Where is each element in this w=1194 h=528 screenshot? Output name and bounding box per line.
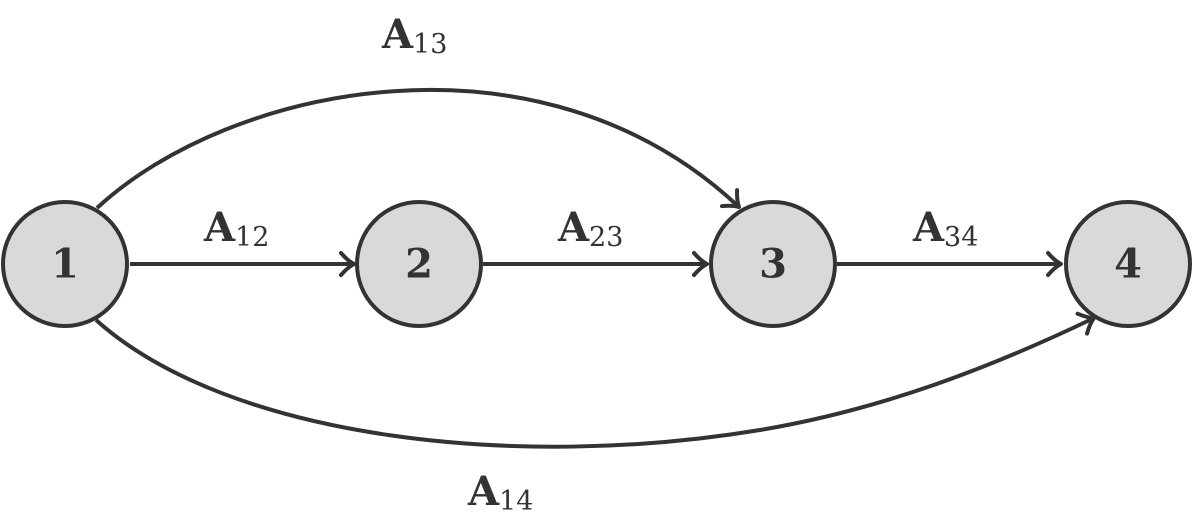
node-label: 2 <box>405 241 433 288</box>
edge-label-subscript: 14 <box>499 486 533 517</box>
node-circle <box>709 200 837 328</box>
node-label: 4 <box>1114 241 1142 288</box>
node-2: 2 <box>355 200 483 328</box>
edge-label-1-2: A12 <box>203 204 269 253</box>
node-circle <box>1 200 129 328</box>
edge-label-main: A <box>467 468 500 515</box>
edge-label-subscript: 12 <box>235 222 269 253</box>
edge-label-1-4: A14 <box>467 468 533 517</box>
edge-label-subscript: 34 <box>944 222 978 253</box>
edge-label-main: A <box>203 204 236 251</box>
edge-label-subscript: 23 <box>589 222 623 253</box>
edges <box>94 88 1096 449</box>
edge-1-4 <box>94 311 1096 449</box>
edge-label-main: A <box>381 11 414 58</box>
node-circle <box>1064 200 1192 328</box>
edge-1-3 <box>95 88 741 210</box>
nodes: 1 2 3 4 <box>1 200 1192 328</box>
node-3: 3 <box>709 200 837 328</box>
edge-label-3-4: A34 <box>912 204 978 253</box>
node-label: 3 <box>759 241 787 288</box>
node-circle <box>355 200 483 328</box>
edge-label-2-3: A23 <box>557 204 623 253</box>
edge-label-main: A <box>912 204 945 251</box>
edge-label-main: A <box>557 204 590 251</box>
node-1: 1 <box>1 200 129 328</box>
edge-label-subscript: 13 <box>413 29 447 60</box>
edge-labels: A12 A23 A34 A13 A14 <box>203 11 978 517</box>
node-4: 4 <box>1064 200 1192 328</box>
edge-label-1-3: A13 <box>381 11 447 60</box>
node-label: 1 <box>51 241 79 288</box>
